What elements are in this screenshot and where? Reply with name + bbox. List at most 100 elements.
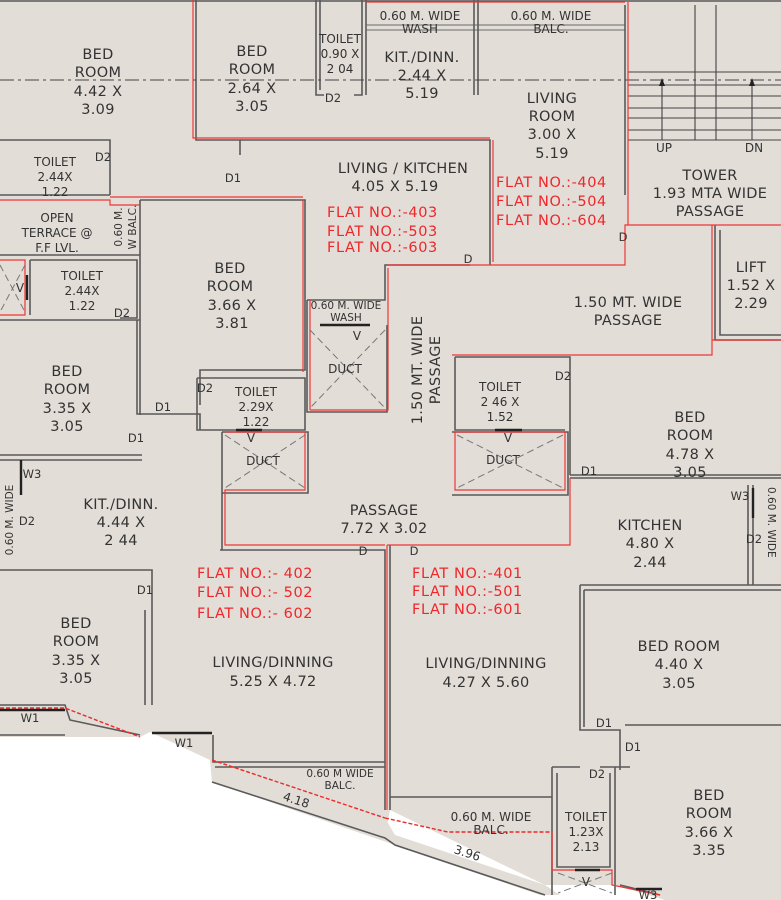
room-dimension: 3.05 <box>235 99 269 115</box>
room-dimension: 0.90 X <box>321 47 360 61</box>
flat-number: FLAT NO.:-604 <box>496 213 607 229</box>
room-dimension: 1.52 X <box>727 278 776 294</box>
room-dimension: 1.23X <box>569 825 604 839</box>
room-dimension: 2.44 X <box>398 68 447 84</box>
window-label: W1 <box>175 736 194 750</box>
room-dimension: 4.05 X 5.19 <box>351 179 438 195</box>
room-dimension: 3.66 X <box>208 298 257 314</box>
room-kit-dinn-4-44x2-44: KIT./DINN. 4.44 X 2 44 <box>83 497 158 549</box>
balcony-floor <box>210 760 560 895</box>
room-name: F.F LVL. <box>35 241 79 255</box>
room-name: BED <box>51 364 82 380</box>
room-name: DUCT <box>246 454 280 468</box>
boundary-line <box>384 817 552 833</box>
room-name: WASH <box>330 312 362 324</box>
room-name: DUCT <box>328 362 362 376</box>
room-passage-7-72x3-02: PASSAGE 7.72 X 3.02 D D <box>340 503 427 558</box>
room-balcony-south-2: 0.60 M. WIDE BALC. 3.96 <box>451 810 532 864</box>
room-name: WASH <box>402 22 438 36</box>
room-dimension: 2.29X <box>239 400 274 414</box>
room-dimension: 3.00 X <box>528 127 577 143</box>
room-dimension: 4.42 X <box>74 84 123 100</box>
room-dimension: 5.19 <box>535 146 569 162</box>
room-name: W BALC. <box>127 205 139 250</box>
flat-label-404-504-604: FLAT NO.:-404 FLAT NO.:-504 FLAT NO.:-60… <box>496 175 628 244</box>
tower-passage: UP DN TOWER 1.93 MTA WIDE PASSAGE <box>653 141 767 220</box>
room-dimension: 3.05 <box>50 419 84 435</box>
room-open-terrace: OPEN TERRACE @ F.F LVL. <box>21 211 93 255</box>
room-name: LIFT <box>736 260 767 276</box>
door-label: D1 <box>581 464 597 478</box>
room-name: TOILET <box>318 32 362 46</box>
room-name: BED ROOM <box>638 639 721 655</box>
room-name: 1.50 MT. WIDE <box>410 316 426 425</box>
room-name: TOILET <box>60 269 104 283</box>
room-name: 1.50 MT. WIDE <box>574 295 683 311</box>
flat-label-403-503-603: FLAT NO.:-403 FLAT NO.:-503 FLAT NO.:-60… <box>327 205 473 266</box>
room-dimension: 3.35 <box>692 843 726 859</box>
room-name: KITCHEN <box>618 518 683 534</box>
room-kit-dinn-2-44x5-19: KIT./DINN. 2.44 X 5.19 <box>384 50 459 102</box>
room-name: BED <box>60 616 91 632</box>
duct-vent-label: V <box>582 875 591 889</box>
room-name: TOILET <box>564 810 608 824</box>
room-dimension: 3.81 <box>215 316 249 332</box>
room-dimension: 3.09 <box>81 102 115 118</box>
room-name: ROOM <box>207 279 254 295</box>
room-name: PASSAGE <box>676 204 745 220</box>
door-label: D1 <box>137 583 153 597</box>
room-dimension: 2 46 X <box>481 395 520 409</box>
room-toilet-0-90x2-04: TOILET 0.90 X 2 04 D2 <box>318 32 362 105</box>
room-name: 0.60 M. WIDE <box>4 485 16 556</box>
room-bedroom-2-64x3-05: BED ROOM 2.64 X 3.05 <box>228 44 277 115</box>
room-dimension: 2.64 X <box>228 81 277 97</box>
room-balcony-west: 0.60 M. W BALC. <box>113 205 139 250</box>
window-label: W3 <box>23 467 42 481</box>
flat-number: FLAT NO.:-601 <box>412 602 523 618</box>
room-bedroom-3-66x3-81: BED ROOM 3.66 X 3.81 <box>207 261 257 332</box>
stair-up-arrow-icon <box>659 78 665 86</box>
room-dimension: 4.27 X 5.60 <box>442 675 529 691</box>
duct-1: V DUCT <box>328 329 362 376</box>
room-bedroom-3-35x3-05-west: BED ROOM 3.35 X 3.05 D1 D1 <box>43 364 171 445</box>
flat-label-402-502-602: FLAT NO.:- 402 FLAT NO.:- 502 FLAT NO.:-… <box>197 566 313 622</box>
room-name: 0.60 M. WIDE <box>451 810 532 824</box>
room-dimension: 1.22 <box>42 185 69 199</box>
room-wash-mid: 0.60 M. WIDE WASH <box>311 300 382 324</box>
room-name: PASSAGE <box>594 313 663 329</box>
room-name: BED <box>82 47 113 63</box>
room-name: 0.60 M WIDE <box>306 768 373 780</box>
room-kitchen-4-80x2-44: KITCHEN 4.80 X 2.44 <box>618 518 683 571</box>
flat-number: FLAT NO.:- 402 <box>197 566 313 582</box>
room-name: ROOM <box>53 634 100 650</box>
door-label: D2 <box>325 91 341 105</box>
door-label: D2 <box>197 381 213 395</box>
room-dimension: 3.35 X <box>43 401 92 417</box>
room-bedroom-4-40x3-05: BED ROOM 4.40 X 3.05 D1 D1 <box>596 639 720 754</box>
stair-up-label: UP <box>656 141 672 155</box>
room-name: TOILET <box>234 385 278 399</box>
room-dimension: 3.35 X <box>52 653 101 669</box>
room-name: ROOM <box>44 382 91 398</box>
room-bedroom-4-78x3-05: BED ROOM 4.78 X 3.05 D1 <box>581 410 714 481</box>
room-lift: LIFT 1.52 X 2.29 <box>727 260 776 312</box>
duct-3: V DUCT <box>486 431 520 467</box>
door-label: D1 <box>596 716 612 730</box>
room-dimension: 1.22 <box>243 415 270 429</box>
room-name: DUCT <box>486 453 520 467</box>
room-name: BED <box>674 410 705 426</box>
room-name: 0.60 M. WIDE <box>380 9 461 23</box>
room-dimension: 5.19 <box>405 86 439 102</box>
door-label: D <box>619 230 628 244</box>
room-dimension: 2.29 <box>734 296 768 312</box>
room-name: BALC. <box>533 22 568 36</box>
room-name: ROOM <box>229 62 276 78</box>
stair-down-label: DN <box>745 141 763 155</box>
room-name: BED <box>214 261 245 277</box>
duct-vent-label: V <box>504 431 513 445</box>
room-balcony-south-1: 0.60 M WIDE BALC. 4.18 <box>281 768 373 811</box>
flat-number: FLAT NO.:-504 <box>496 194 607 210</box>
room-toilet-2-46x1-52: TOILET 2 46 X 1.52 D2 <box>478 369 571 424</box>
